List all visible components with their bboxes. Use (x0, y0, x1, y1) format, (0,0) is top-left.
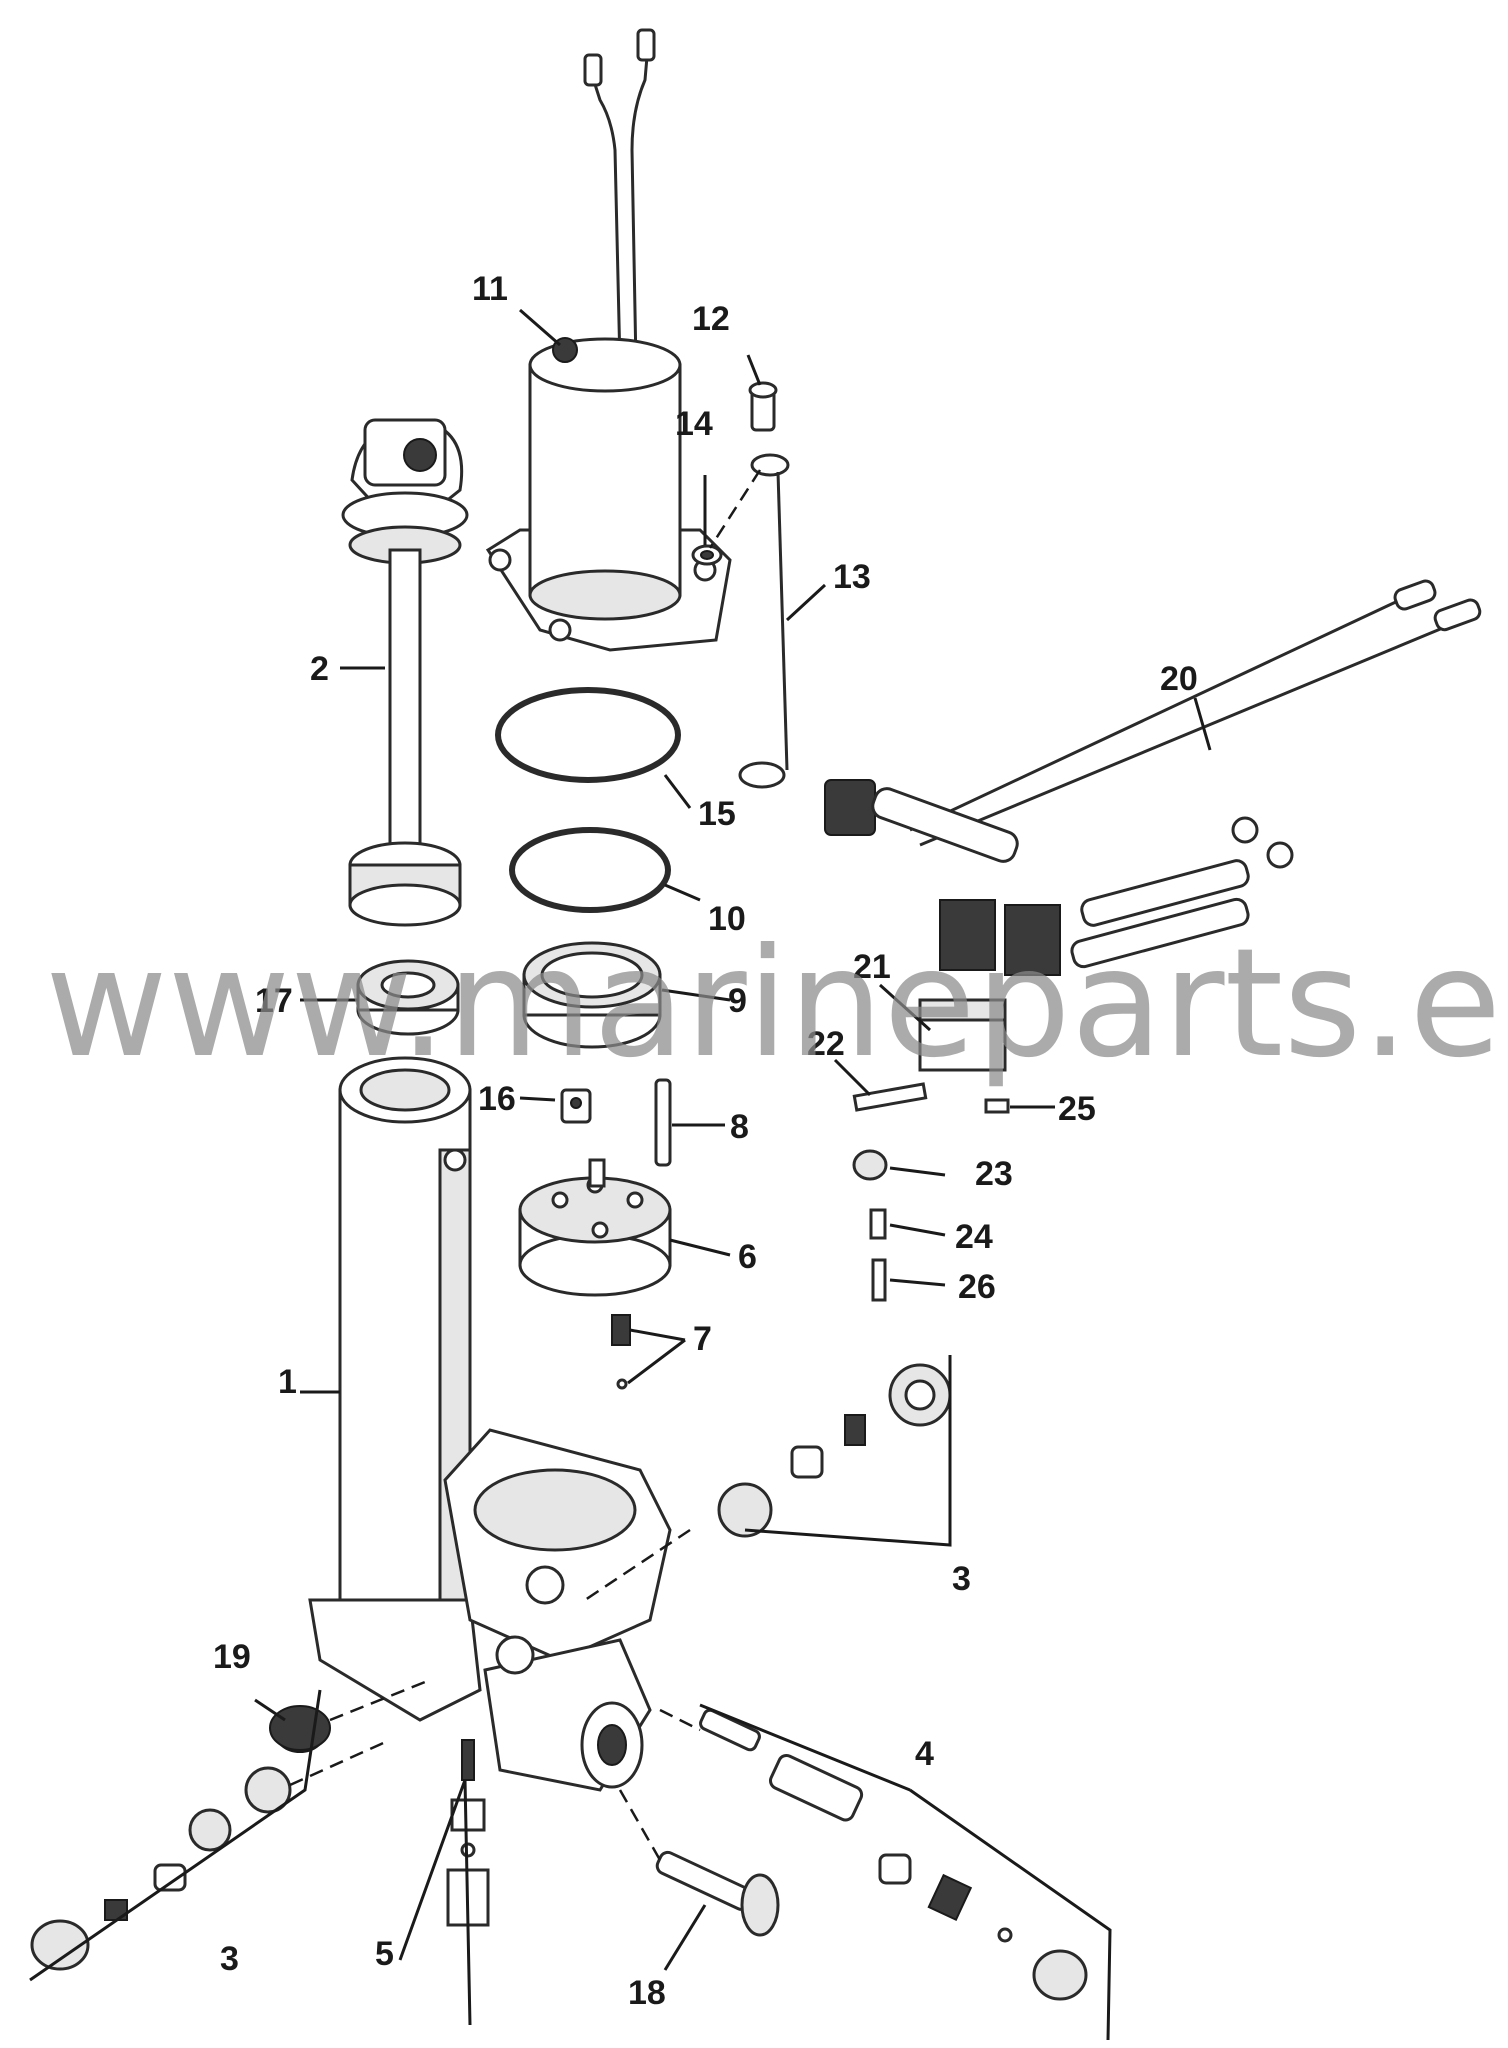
callout-1: 1 (278, 1363, 297, 1401)
callout-14: 14 (675, 405, 713, 443)
spring-7 (611, 1314, 631, 1390)
callout-2: 2 (310, 650, 329, 688)
callout-20: 20 (1160, 660, 1198, 698)
valve-assembly-4 (699, 1708, 1088, 2001)
callout-17: 17 (255, 982, 293, 1020)
callout-3-left: 3 (220, 1940, 239, 1978)
check-valve-3-right (717, 1363, 952, 1538)
watermark: www.marineparts.eu (45, 917, 1508, 1091)
callout-24: 24 (955, 1218, 993, 1256)
trim-ram-2 (341, 418, 469, 927)
screw-12 (748, 381, 778, 432)
callout-3-right: 3 (952, 1560, 971, 1598)
nut-23 (852, 1149, 888, 1181)
relay-21 (918, 998, 1007, 1072)
valve-16 (560, 1088, 592, 1124)
screw-8 (654, 1078, 672, 1167)
fuse-25 (984, 1098, 1010, 1114)
filter-19 (269, 1705, 331, 1751)
pump-6 (518, 1158, 672, 1297)
manual-release-valve-18 (655, 1850, 780, 1937)
callout-16: 16 (478, 1080, 516, 1118)
callout-26: 26 (958, 1268, 996, 1306)
callout-7: 7 (693, 1320, 712, 1358)
reservoir-ring-9 (522, 941, 662, 1049)
screw-26 (871, 1258, 887, 1302)
o-ring-15 (495, 687, 681, 783)
callout-23: 25 (1058, 1090, 1096, 1128)
callout-15: 15 (698, 795, 736, 833)
clip-22 (852, 1082, 928, 1112)
leader-lines (29, 308, 1212, 2041)
callout-9: 9 (728, 982, 747, 1020)
seal-17 (356, 959, 460, 1036)
callout-4: 4 (915, 1735, 934, 1773)
washer-14 (691, 544, 723, 566)
ground-strap-13 (738, 453, 790, 789)
callout-5: 5 (375, 1935, 394, 1973)
o-ring-10 (509, 827, 671, 913)
callout-23b: 23 (975, 1155, 1013, 1193)
callout-labels: 1 2 3 3 4 5 6 7 8 9 10 11 12 13 14 15 16… (213, 270, 1198, 2012)
check-valve-3-left (30, 1707, 327, 1971)
callout-22: 22 (807, 1025, 845, 1063)
trim-motor (485, 28, 732, 652)
callout-12: 12 (692, 300, 730, 338)
screw-24 (869, 1208, 887, 1240)
wiring-harness-20 (824, 579, 1482, 976)
pump-housing-1 (308, 1056, 672, 1792)
callout-8: 8 (730, 1108, 749, 1146)
callout-13: 13 (833, 558, 871, 596)
callout-11: 11 (472, 270, 508, 308)
callout-6: 6 (738, 1238, 757, 1276)
callout-19: 19 (213, 1638, 251, 1676)
callout-10: 10 (708, 900, 746, 938)
callout-21: 21 (853, 948, 891, 986)
callout-18: 18 (628, 1974, 666, 2012)
